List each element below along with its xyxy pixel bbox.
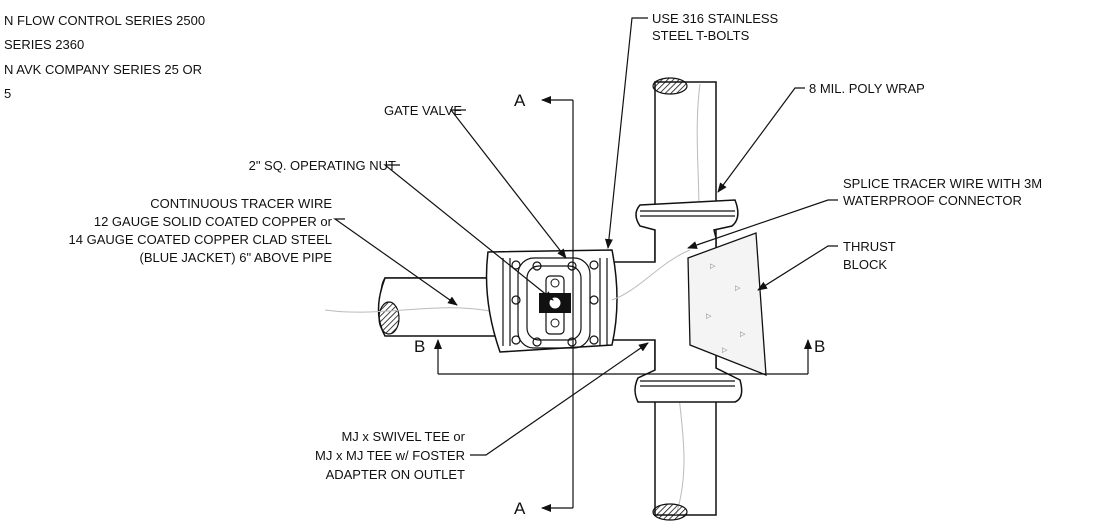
svg-text:▷: ▷	[735, 284, 741, 292]
gate-valve-label: GATE VALVE	[384, 103, 462, 118]
pipe-end-bottom	[652, 503, 688, 521]
section-a-bottom-label: A	[514, 499, 526, 518]
note-line-2: SERIES 2360	[4, 37, 84, 52]
thrust-block: ▷ ▷ ▷ ▷ ▷	[687, 232, 767, 376]
tracer-wire-label-line-4: (BLUE JACKET) 6" ABOVE PIPE	[140, 250, 333, 265]
section-b-right-label: B	[814, 337, 825, 356]
tracer-wire-label-line-3: 14 GAUGE COATED COPPER CLAD STEEL	[69, 232, 332, 247]
notes-block: N FLOW CONTROL SERIES 2500 SERIES 2360 N…	[4, 13, 205, 101]
t-bolts-label-line-2: STEEL T-BOLTS	[652, 28, 750, 43]
tee-label-line-1: MJ x SWIVEL TEE or	[341, 429, 465, 444]
pipe-end-top	[652, 77, 688, 95]
section-line-b: B B	[414, 337, 825, 375]
operating-nut-label: 2" SQ. OPERATING NUT	[249, 158, 396, 173]
poly-wrap-label: 8 MIL. POLY WRAP	[809, 81, 925, 96]
note-line-3: N AVK COMPANY SERIES 25 OR	[4, 62, 202, 77]
section-a-top-label: A	[514, 91, 526, 110]
tee-label-line-3: ADAPTER ON OUTLET	[326, 467, 465, 482]
svg-text:▷: ▷	[740, 330, 746, 338]
tracer-wire-splice	[611, 249, 691, 301]
section-line-a: A A	[514, 91, 574, 518]
section-b-left-label: B	[414, 337, 425, 356]
pipe-end-left	[378, 301, 400, 335]
tee-flanges	[640, 210, 735, 387]
horizontal-pipe	[324, 277, 496, 337]
tracer-wire-label-line-1: CONTINUOUS TRACER WIRE	[150, 196, 332, 211]
svg-text:▷: ▷	[722, 346, 728, 354]
thrust-block-label-line-2: BLOCK	[843, 257, 887, 272]
svg-text:▷: ▷	[706, 312, 712, 320]
tee-label-line-2: MJ x MJ TEE w/ FOSTER	[315, 448, 465, 463]
t-bolts-label-line-1: USE 316 STAINLESS	[652, 11, 779, 26]
note-line-4: 5	[4, 86, 11, 101]
leader-lines	[333, 17, 838, 456]
svg-text:▷: ▷	[710, 262, 716, 270]
splice-label-line-2: WATERPROOF CONNECTOR	[843, 193, 1022, 208]
thrust-block-label-line-1: THRUST	[843, 239, 896, 254]
tracer-wire-label-line-2: 12 GAUGE SOLID COATED COPPER or	[94, 214, 333, 229]
note-line-1: N FLOW CONTROL SERIES 2500	[4, 13, 205, 28]
splice-label-line-1: SPLICE TRACER WIRE WITH 3M	[843, 176, 1042, 191]
